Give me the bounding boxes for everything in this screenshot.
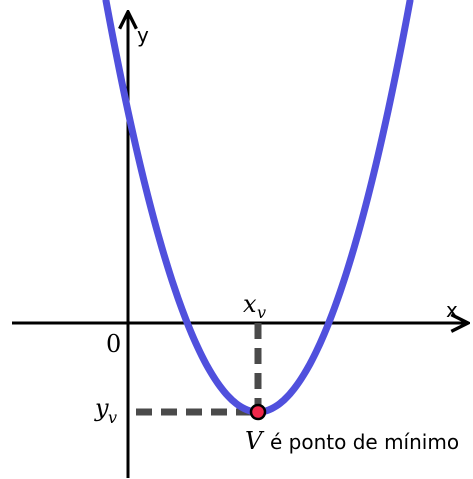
- vertex-note: é ponto de mínimo: [270, 430, 459, 454]
- vertex-x-subscript: v: [257, 303, 266, 322]
- origin-label: 0: [106, 330, 121, 358]
- x-axis-label: x: [446, 298, 458, 322]
- vertex-point-label: V: [245, 427, 265, 455]
- vertex-point: [249, 403, 267, 421]
- vertex-x-label: x: [243, 290, 257, 318]
- y-axis-label: y: [137, 23, 149, 47]
- vertex-y-subscript: v: [108, 408, 117, 427]
- vertex-y-label: y: [94, 394, 109, 422]
